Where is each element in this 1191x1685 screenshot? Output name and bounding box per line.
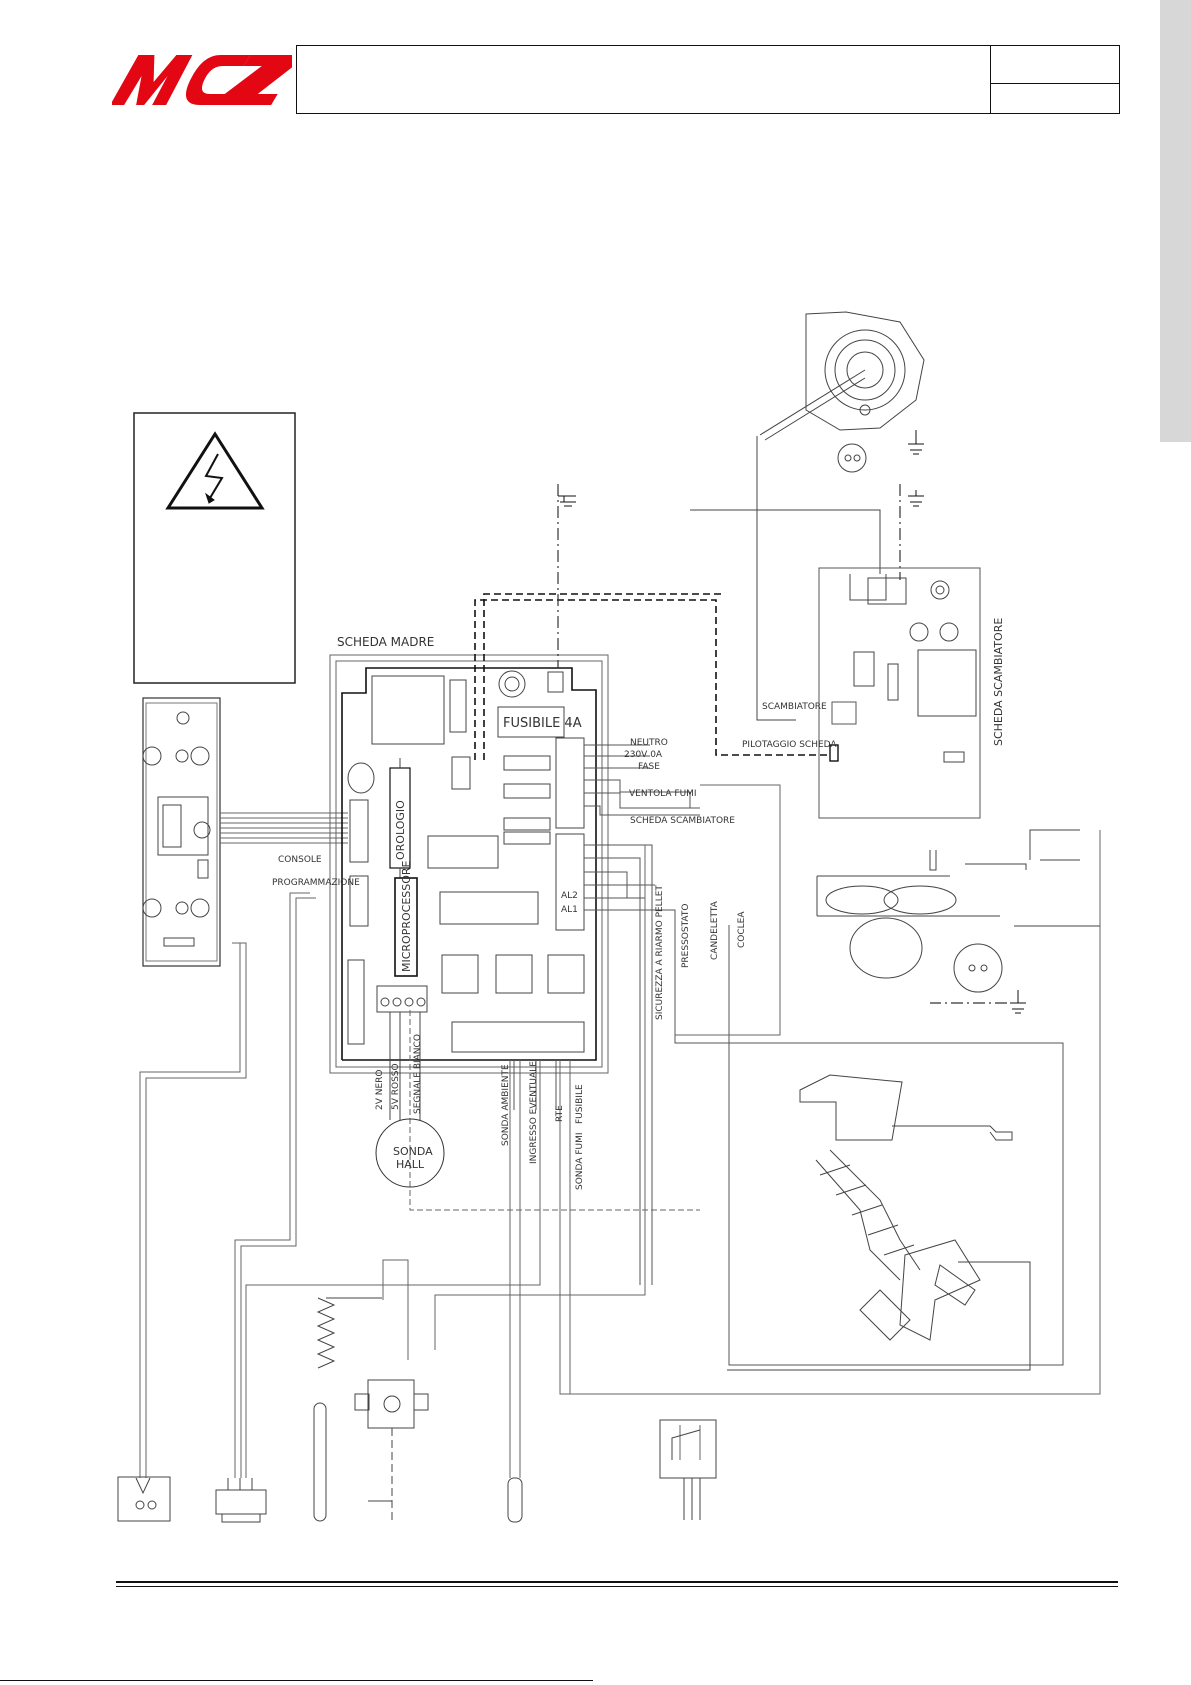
label-hall-wire-1: 2V NERO [375, 1070, 385, 1111]
coclea-motor [816, 829, 1101, 993]
pressure-valve [354, 1379, 429, 1521]
label-fusibile-term: FUSIBILE [575, 1084, 585, 1124]
pellet-auger [727, 1074, 1031, 1371]
label-scheda-scambiatore-board: SCHEDA SCAMBIATORE [992, 618, 1005, 746]
label-sonda-hall-2: HALL [396, 1158, 425, 1171]
label-al2: AL2 [561, 891, 578, 901]
side-tab [1160, 0, 1191, 442]
mcz-logo [110, 50, 301, 110]
main-board [329, 654, 609, 1074]
plug-connector-round [215, 1478, 267, 1523]
label-sicurezza: SICUREZZA A RIARMO PELLET [655, 885, 665, 1020]
page-bottom-rule [0, 1680, 593, 1681]
label-programmazione: PROGRAMMAZIONE [272, 878, 360, 888]
hall-sensor [375, 1012, 445, 1188]
exchanger-board [818, 567, 981, 819]
plug-connector-left [117, 1476, 171, 1522]
ground-symbol-main [558, 495, 576, 507]
label-fusibile: FUSIBILE 4A [503, 716, 582, 731]
ground-symbol-motor [1010, 990, 1026, 1014]
warning-panel [133, 412, 296, 684]
label-console: CONSOLE [278, 855, 322, 865]
probe-sensor [507, 1477, 523, 1523]
mcz-logo-mark [110, 55, 301, 105]
spring-sensor [313, 1297, 382, 1522]
label-rte: RTE [555, 1105, 565, 1122]
label-hall-wire-2: 5V ROSSO [391, 1063, 401, 1110]
header-page-cell [990, 45, 1120, 114]
label-microprocessore: MICROPROCESSORE [400, 860, 413, 972]
label-pressostato: PRESSOSTATO [681, 904, 691, 968]
label-scambiatore: SCAMBIATORE [762, 702, 827, 712]
label-scheda-madre: SCHEDA MADRE [337, 635, 434, 649]
footer-rule-bottom [116, 1586, 1118, 1587]
label-hall-wire-3: SEGNALE BIANCO [413, 1034, 423, 1114]
label-fase: FASE [638, 762, 660, 772]
label-coclea: COCLEA [737, 911, 747, 948]
ground-symbol-fan [908, 430, 924, 455]
header-title-box [296, 45, 1120, 114]
header-cell-divider [990, 83, 1120, 84]
label-sonda-fumi: SONDA FUMI [575, 1132, 585, 1190]
high-voltage-warning-icon [165, 431, 265, 510]
label-sonda-hall-1: SONDA [393, 1145, 433, 1158]
label-ventola-fumi: VENTOLA FUMI [629, 789, 697, 799]
label-scheda-scambiatore-term: SCHEDA SCAMBIATORE [630, 816, 735, 826]
label-al1: AL1 [561, 905, 578, 915]
smoke-fan [690, 311, 925, 721]
label-sonda-ambiente: SONDA AMBIENTE [501, 1064, 511, 1146]
label-voltage: 230V 0A [624, 750, 663, 760]
ground-symbol-exchanger [908, 490, 924, 507]
label-candeletta: CANDELETTA [710, 900, 720, 960]
label-pilotaggio-scheda: PILOTAGGIO SCHEDA [742, 740, 837, 750]
label-orologio: OROLOGIO [394, 800, 407, 860]
label-ingresso: INGRESSO EVENTUALE [529, 1061, 539, 1164]
console-panel [142, 697, 221, 967]
pressure-switch [659, 1419, 717, 1520]
label-neutro: NEUTRO [630, 738, 668, 748]
footer-rule-top [116, 1581, 1118, 1583]
